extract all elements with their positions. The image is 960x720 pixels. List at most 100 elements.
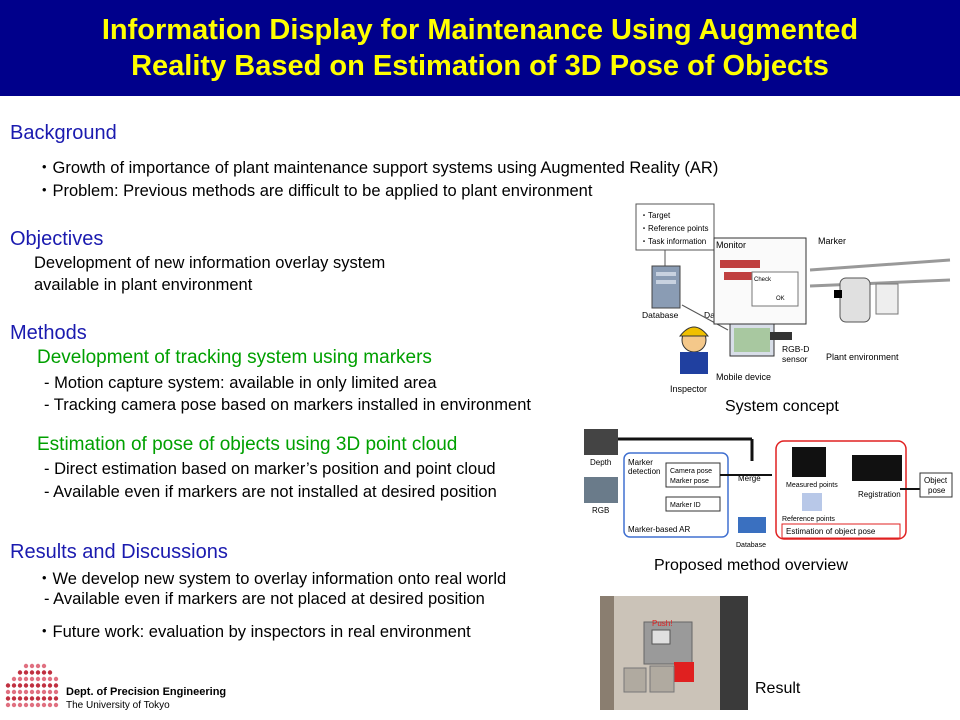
object-pose-1: Object [924, 476, 948, 485]
logo-dot [17, 696, 23, 701]
logo-dot [11, 702, 17, 708]
university-logo-icon [5, 663, 59, 708]
logo-dot [53, 696, 59, 701]
logo-dot [35, 663, 41, 669]
logo-dot [17, 702, 23, 708]
inspector-icon [678, 326, 710, 374]
logo-dot [35, 696, 41, 701]
logo-dot [35, 702, 41, 708]
methods-sub1-item-1: - Motion capture system: available in on… [44, 374, 437, 392]
push-label: Push! [652, 619, 672, 628]
red-overlay [674, 662, 694, 682]
rgbd-sensor-icon [770, 332, 792, 340]
marker-id-label: Marker ID [670, 502, 701, 509]
marker-id-box [665, 496, 721, 512]
rgb-label: RGB [592, 506, 609, 515]
measured-label: Measured points [786, 482, 838, 489]
logo-dot [17, 676, 23, 682]
info-box-line-1: ・Target [640, 211, 671, 220]
marker-label: Marker [818, 236, 846, 246]
plant-label: Plant environment [826, 352, 899, 362]
overlay-marker [651, 629, 671, 645]
rgbd-label-2: sensor [782, 354, 808, 364]
objectives-line-1: Development of new information overlay s… [34, 254, 386, 272]
logo-dot [29, 670, 35, 675]
background-item-2: ・Problem: Previous methods are difficult… [36, 182, 593, 200]
logo-dot [41, 683, 47, 688]
logo-line-2: The University of Tokyo [66, 700, 170, 711]
logo-dot [35, 683, 41, 688]
logo-dot [11, 689, 17, 695]
logo-dot [17, 670, 23, 675]
background-item-1: ・Growth of importance of plant maintenan… [36, 159, 719, 177]
plant-equipment-icon [809, 258, 951, 323]
object-pose-box [919, 472, 953, 498]
marker-detection-1: Marker [628, 458, 653, 467]
objectives-line-2: available in plant environment [34, 276, 253, 294]
results-item-2: - Available even if markers are not plac… [44, 590, 485, 608]
methods-sub1-item-2: - Tracking camera pose based on markers … [44, 396, 531, 414]
system-concept-caption: System concept [725, 398, 839, 415]
logo-dot [23, 663, 29, 669]
logo-dot [53, 683, 59, 688]
camera-pose-label: Camera pose [670, 468, 712, 475]
logo-line-1: Dept. of Precision Engineering [66, 686, 227, 698]
rgb-image [584, 477, 618, 503]
database-server-icon [651, 265, 681, 309]
database-label: Database [642, 310, 679, 320]
methods-sub1-title: Development of tracking system using mar… [37, 347, 432, 368]
logo-dot [29, 683, 35, 688]
logo-dot [17, 689, 23, 695]
result-photo-shadow [720, 596, 748, 710]
result-caption: Result [755, 680, 801, 697]
marker-pose-label: Marker pose [670, 478, 709, 485]
laptop-icon [729, 323, 775, 357]
logo-dot [5, 702, 11, 708]
results-item-3: ・Future work: evaluation by inspectors i… [36, 623, 471, 641]
logo-dot [23, 689, 29, 695]
merge-label: Merge [738, 474, 761, 483]
check-label: Check [754, 277, 772, 283]
info-box-line-2: ・Reference points [640, 224, 708, 233]
logo-dot [53, 689, 59, 695]
inspector-label: Inspector [670, 384, 707, 394]
depth-image [584, 429, 618, 455]
methods-sub2-item-2: - Available even if markers are not inst… [44, 483, 497, 501]
title-line-1: Information Display for Maintenance Usin… [101, 14, 859, 46]
logo-dot [23, 683, 29, 688]
rgbd-label-1: RGB-D [782, 344, 809, 354]
logo-dot [29, 696, 35, 701]
logo-dot [29, 689, 35, 695]
reference-label: Reference points [782, 516, 835, 523]
logo-dot [53, 676, 59, 682]
logo-dot [35, 676, 41, 682]
logo-dot [5, 683, 11, 688]
database-cylinder-icon [738, 517, 766, 533]
logo-dot [11, 696, 17, 701]
logo-dot [29, 676, 35, 682]
estimation-label-box [781, 523, 901, 539]
logo-dot [41, 696, 47, 701]
results-heading: Results and Discussions [10, 541, 228, 563]
logo-dot [5, 689, 11, 695]
switch-right [649, 665, 675, 693]
data-label: Data [704, 310, 722, 320]
depth-label: Depth [590, 458, 611, 467]
monitor-label: Monitor [716, 240, 746, 250]
logo-dot [53, 702, 59, 708]
database-label: Database [736, 542, 766, 549]
registration-label: Registration [858, 490, 901, 499]
logo-dot [23, 670, 29, 675]
logo-dot [35, 689, 41, 695]
logo-dot [47, 689, 53, 695]
method-overview-figure: Depth RGB Marker detection Camera pose M… [584, 429, 953, 549]
mobile-device-label: Mobile device [716, 372, 771, 382]
marker-detection-2: detection [628, 467, 660, 476]
logo-dot [41, 670, 47, 675]
info-box [635, 203, 715, 251]
marker-icon [834, 290, 842, 298]
logo-dot [47, 696, 53, 701]
logo-dot [23, 696, 29, 701]
logo-dot [29, 702, 35, 708]
logo-dot [47, 670, 53, 675]
